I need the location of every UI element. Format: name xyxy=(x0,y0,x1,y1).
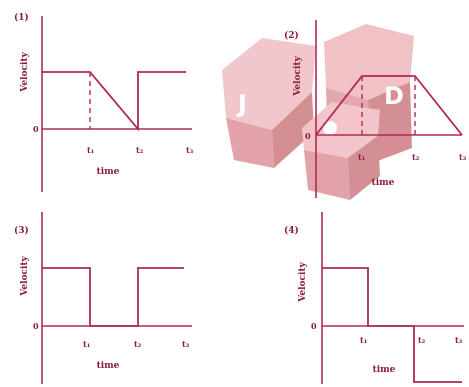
dice-logo-watermark: J D xyxy=(222,24,414,200)
x-axis-label: time xyxy=(97,167,120,177)
dice-letter-d: D xyxy=(384,82,404,110)
y-axis-label: Velocity xyxy=(20,51,30,92)
tick-label-t3: t₃ xyxy=(186,145,194,155)
origin-label: 0 xyxy=(305,131,311,141)
tick-label-t2: t₂ xyxy=(136,145,144,155)
die-front xyxy=(302,102,380,200)
velocity-trace xyxy=(42,71,186,132)
tick-label-t1: t₁ xyxy=(360,335,367,345)
tick-label-t3: t₃ xyxy=(455,335,463,345)
x-axis-label: time xyxy=(97,361,120,371)
panel-label: (2) xyxy=(284,30,299,41)
origin-label: 0 xyxy=(311,321,317,331)
panel-2: (2) Velocity time 0 t₁ t₂ t₃ xyxy=(284,20,467,198)
tick-label-t2: t₂ xyxy=(134,339,142,349)
die-left: J xyxy=(222,38,316,168)
tick-label-t1: t₁ xyxy=(358,152,365,162)
panel-1: (1) Velocity time 0 t₁ t₂ t₃ xyxy=(14,12,194,192)
panel-4: (4) Velocity time 0 t₁ t₂ t₃ xyxy=(284,212,464,384)
y-axis-label: Velocity xyxy=(20,255,30,296)
origin-label: 0 xyxy=(33,321,39,331)
x-axis-label: time xyxy=(373,365,396,375)
y-axis-label: Velocity xyxy=(298,261,308,302)
origin-label: 0 xyxy=(33,124,39,134)
velocity-trace xyxy=(42,267,184,327)
dice-pip xyxy=(323,121,337,135)
y-axis-label: Velocity xyxy=(293,55,303,96)
panel-3: (3) Velocity time 0 t₁ t₂ t₃ xyxy=(14,212,192,384)
velocity-trace xyxy=(322,267,462,383)
tick-label-t3: t₃ xyxy=(459,152,467,162)
x-axis-label: time xyxy=(372,178,395,188)
panel-label: (1) xyxy=(14,12,29,23)
tick-label-t2: t₂ xyxy=(412,152,420,162)
tick-label-t1: t₁ xyxy=(87,145,94,155)
tick-label-t1: t₁ xyxy=(83,339,90,349)
tick-label-t3: t₃ xyxy=(182,339,190,349)
velocity-trace xyxy=(315,75,463,136)
panel-label: (3) xyxy=(14,225,29,236)
tick-label-t2: t₂ xyxy=(418,335,426,345)
dice-letter-j: J xyxy=(236,90,247,118)
panel-label: (4) xyxy=(284,225,299,236)
